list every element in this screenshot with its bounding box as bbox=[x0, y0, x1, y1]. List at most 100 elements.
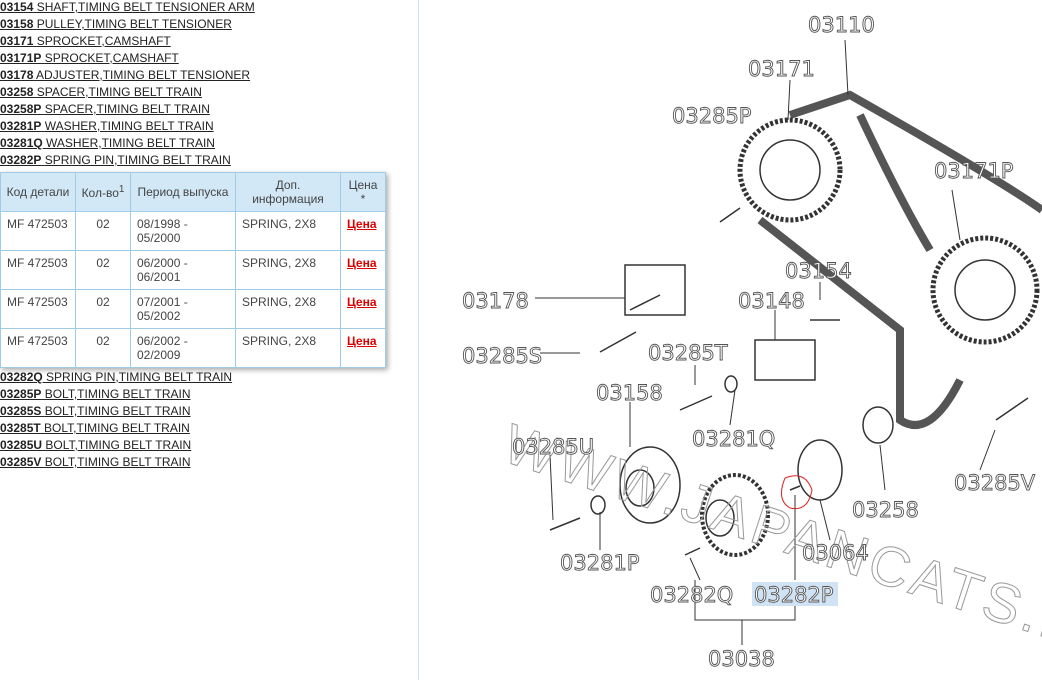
part-code: 03158 bbox=[0, 17, 34, 31]
callout-03171P[interactable]: 03171P bbox=[934, 159, 1014, 184]
cell-qty: 02 bbox=[75, 250, 131, 290]
header-info: Доп. информация bbox=[235, 172, 341, 212]
cell-period: 06/2000 -06/2001 bbox=[130, 250, 236, 290]
part-code: 03285U bbox=[0, 438, 43, 452]
callout-03148[interactable]: 03148 bbox=[738, 289, 806, 314]
part-code: 03285V bbox=[0, 455, 42, 469]
part-name: WASHER,TIMING BELT TRAIN bbox=[44, 119, 214, 133]
sprocket-crank bbox=[700, 473, 770, 557]
cell-qty: 02 bbox=[75, 289, 131, 329]
cell-qty: 02 bbox=[75, 328, 131, 368]
callout-03110[interactable]: 03110 bbox=[808, 13, 876, 38]
callout-03038[interactable]: 03038 bbox=[708, 647, 776, 672]
callout-03178[interactable]: 03178 bbox=[462, 289, 530, 314]
part-link-03258P[interactable]: 03258P SPACER,TIMING BELT TRAIN bbox=[0, 99, 418, 119]
part-name: BOLT,TIMING BELT TRAIN bbox=[44, 404, 191, 418]
callout-03171[interactable]: 03171 bbox=[748, 57, 816, 82]
header-qty: Кол-во1 bbox=[75, 172, 131, 212]
part-link-03282Q[interactable]: 03282Q SPRING PIN,TIMING BELT TRAIN bbox=[0, 367, 418, 387]
cell-info: SPRING, 2X8 bbox=[235, 211, 341, 251]
callout-03285P[interactable]: 03285P bbox=[672, 104, 752, 129]
header-price: Цена* bbox=[340, 172, 386, 212]
part-name: ADJUSTER,TIMING BELT TENSIONER bbox=[36, 68, 251, 82]
part-link-03281P[interactable]: 03281P WASHER,TIMING BELT TRAIN bbox=[0, 116, 418, 136]
cell-price: Цена bbox=[340, 250, 386, 290]
panel-divider bbox=[418, 0, 419, 680]
sprocket-03171P bbox=[930, 235, 1040, 345]
part-link-03285V[interactable]: 03285V BOLT,TIMING BELT TRAIN bbox=[0, 452, 418, 472]
part-name: SPACER,TIMING BELT TRAIN bbox=[44, 102, 210, 116]
cell-period: 07/2001 -05/2002 bbox=[130, 289, 236, 329]
part-code: 03285P bbox=[0, 387, 42, 401]
part-name: SHAFT,TIMING BELT TENSIONER ARM bbox=[36, 0, 255, 14]
parts-diagram: WWW.JAPANCATS.RU 031100317103285P03171P0… bbox=[462, 13, 1042, 674]
cell-qty: 02 bbox=[75, 211, 131, 251]
part-name: SPACER,TIMING BELT TRAIN bbox=[36, 85, 202, 99]
part-link-03281Q[interactable]: 03281Q WASHER,TIMING BELT TRAIN bbox=[0, 133, 418, 153]
cell-price: Цена bbox=[340, 211, 386, 251]
part-code: 03178 bbox=[0, 68, 34, 82]
callout-03064[interactable]: 03064 bbox=[802, 541, 870, 566]
callout-03285S[interactable]: 03285S bbox=[462, 344, 543, 369]
sprocket-03171 bbox=[737, 117, 843, 223]
part-link-03285U[interactable]: 03285U BOLT,TIMING BELT TRAIN bbox=[0, 435, 418, 455]
cell-code: MF 472503 bbox=[0, 250, 76, 290]
part-link-03285S[interactable]: 03285S BOLT,TIMING BELT TRAIN bbox=[0, 401, 418, 421]
drawn-annotation bbox=[780, 475, 813, 510]
part-link-03285P[interactable]: 03285P BOLT,TIMING BELT TRAIN bbox=[0, 384, 418, 404]
price-link[interactable]: Цена bbox=[347, 256, 377, 270]
price-link[interactable]: Цена bbox=[347, 334, 377, 348]
part-code: 03154 bbox=[0, 0, 34, 14]
part-name: BOLT,TIMING BELT TRAIN bbox=[44, 387, 191, 401]
part-name: WASHER,TIMING BELT TRAIN bbox=[46, 136, 215, 150]
callout-03281P[interactable]: 03281P bbox=[560, 551, 640, 576]
cell-code: MF 472503 bbox=[0, 211, 76, 251]
price-link[interactable]: Цена bbox=[347, 217, 377, 231]
part-code: 03282Q bbox=[0, 370, 43, 384]
callout-03282Q[interactable]: 03282Q bbox=[650, 583, 734, 608]
part-link-03171[interactable]: 03171 SPROCKET,CAMSHAFT bbox=[0, 31, 418, 51]
part-name: BOLT,TIMING BELT TRAIN bbox=[45, 438, 192, 452]
callout-03282P[interactable]: 03282P bbox=[754, 583, 834, 608]
cell-period: 06/2002 -02/2009 bbox=[130, 328, 236, 368]
part-code: 03281P bbox=[0, 119, 42, 133]
callout-03258[interactable]: 03258 bbox=[852, 498, 920, 523]
part-code: 03258 bbox=[0, 85, 34, 99]
part-link-03158[interactable]: 03158 PULLEY,TIMING BELT TENSIONER bbox=[0, 14, 418, 34]
callout-03285U[interactable]: 03285U bbox=[512, 435, 595, 460]
cell-code: MF 472503 bbox=[0, 328, 76, 368]
part-link-03171P[interactable]: 03171P SPROCKET,CAMSHAFT bbox=[0, 48, 418, 68]
callout-03285T[interactable]: 03285T bbox=[648, 341, 729, 366]
part-code: 03285T bbox=[0, 421, 41, 435]
price-link[interactable]: Цена bbox=[347, 295, 377, 309]
cell-price: Цена bbox=[340, 328, 386, 368]
timing-belt bbox=[757, 90, 1042, 429]
cell-info: SPRING, 2X8 bbox=[235, 250, 341, 290]
part-link-03178[interactable]: 03178 ADJUSTER,TIMING BELT TENSIONER bbox=[0, 65, 418, 85]
part-code: 03282P bbox=[0, 153, 42, 167]
part-link-03258[interactable]: 03258 SPACER,TIMING BELT TRAIN bbox=[0, 82, 418, 102]
part-name: SPRING PIN,TIMING BELT TRAIN bbox=[46, 370, 233, 384]
part-link-03282P[interactable]: 03282P SPRING PIN,TIMING BELT TRAIN bbox=[0, 150, 418, 170]
cell-code: MF 472503 bbox=[0, 289, 76, 329]
part-code: 03171P bbox=[0, 51, 42, 65]
callout-03158[interactable]: 03158 bbox=[596, 381, 664, 406]
highlight-box bbox=[752, 582, 838, 606]
part-name: PULLEY,TIMING BELT TENSIONER bbox=[36, 17, 232, 31]
part-link-03154[interactable]: 03154 SHAFT,TIMING BELT TENSIONER ARM bbox=[0, 0, 418, 17]
part-name: SPRING PIN,TIMING BELT TRAIN bbox=[44, 153, 231, 167]
header-period: Период выпуска bbox=[130, 172, 236, 212]
callout-03281Q[interactable]: 03281Q bbox=[692, 427, 776, 452]
callout-03154[interactable]: 03154 bbox=[785, 259, 853, 284]
part-name: SPROCKET,CAMSHAFT bbox=[36, 34, 171, 48]
callout-03285V[interactable]: 03285V bbox=[954, 471, 1037, 496]
pulley-03158 bbox=[619, 446, 681, 524]
part-code: 03258P bbox=[0, 102, 42, 116]
header-code: Код детали bbox=[0, 172, 76, 212]
part-code: 03285S bbox=[0, 404, 42, 418]
part-link-03285T[interactable]: 03285T BOLT,TIMING BELT TRAIN bbox=[0, 418, 418, 438]
